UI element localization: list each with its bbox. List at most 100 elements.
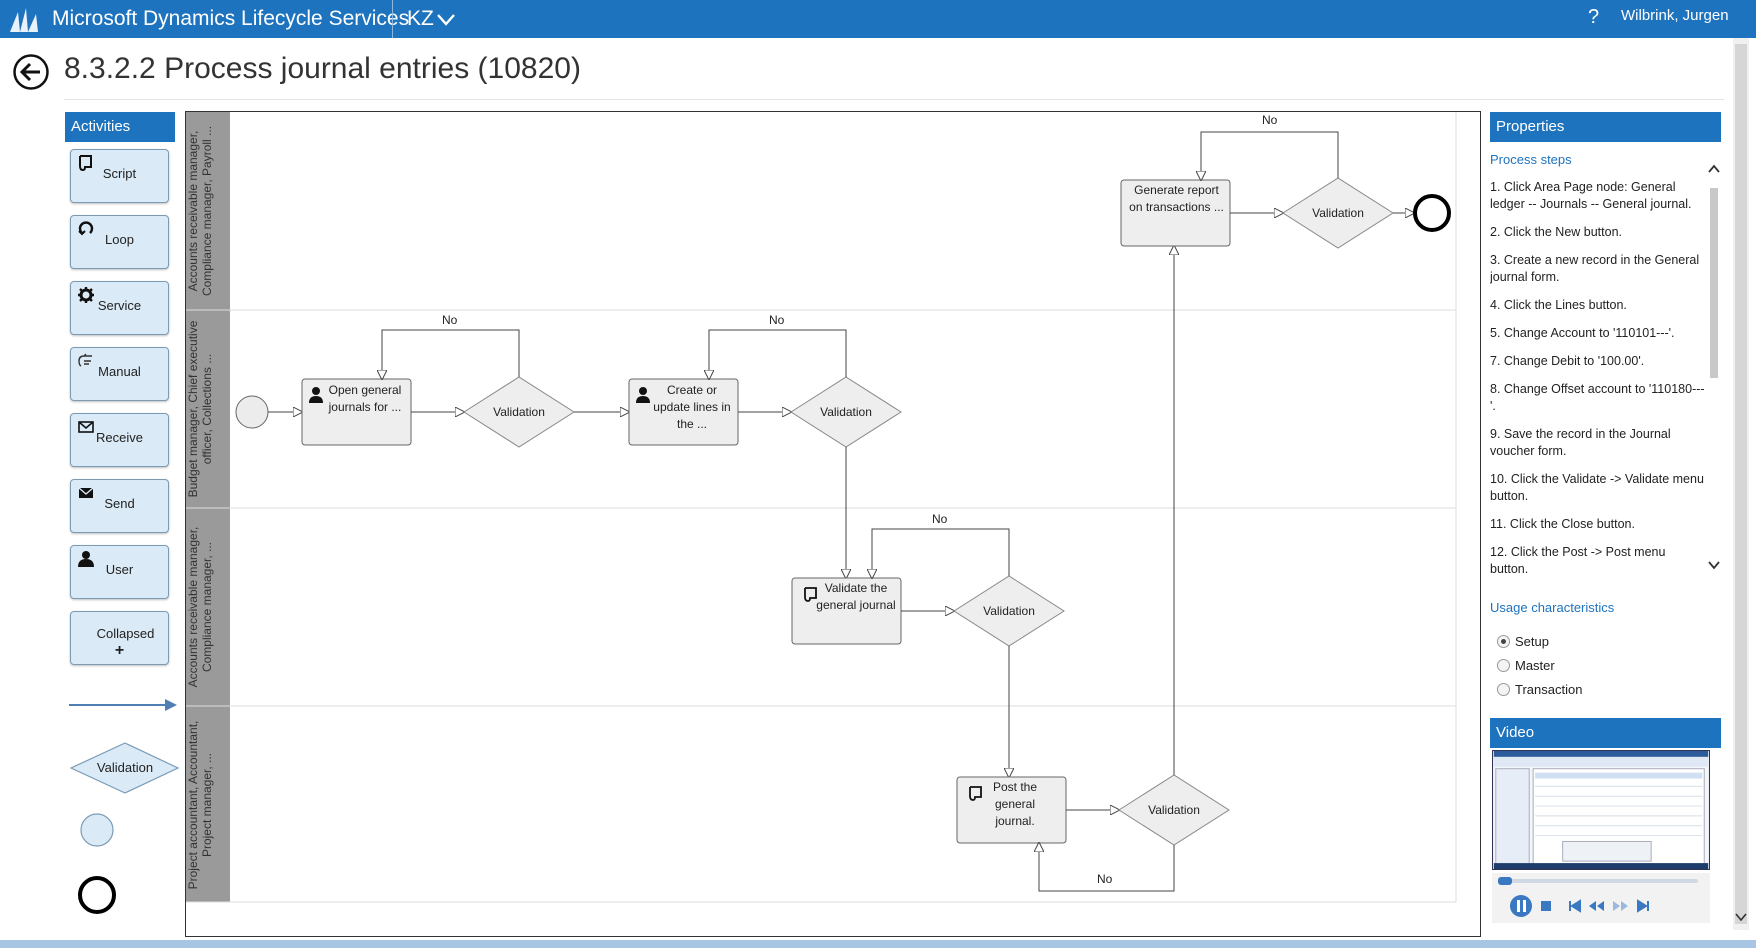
decision-validation-2[interactable] <box>790 376 902 448</box>
script-icon <box>79 155 92 172</box>
process-step: 2. Click the New button. <box>1490 225 1623 239</box>
rewind-icon[interactable] <box>1589 901 1604 911</box>
activity-receive[interactable]: Receive <box>70 413 169 467</box>
process-step: 5. Change Account to '110101---'. <box>1490 326 1675 340</box>
scrollbar-thumb[interactable] <box>1735 44 1747 924</box>
activity-label: Script <box>102 166 137 181</box>
video-header: Video <box>1490 718 1721 748</box>
loop-icon <box>78 221 94 236</box>
process-diagram-canvas[interactable]: Accounts receivable manager, Compliance … <box>185 111 1481 937</box>
skip-forward-icon[interactable] <box>1637 899 1649 913</box>
radio-label: Master <box>1515 658 1555 673</box>
lane-label-4: Project accountant, Accountant, Project … <box>186 720 214 890</box>
activity-service[interactable]: Service <box>70 281 169 335</box>
activity-label: Loop <box>105 232 134 247</box>
chevron-down-icon[interactable] <box>1735 913 1747 922</box>
video-thumbnail[interactable] <box>1492 750 1710 870</box>
activity-user[interactable]: User <box>70 545 169 599</box>
task-label: Open general journals for ... <box>328 383 402 414</box>
top-bar: Microsoft Dynamics Lifecycle Services KZ… <box>0 0 1756 38</box>
decision-label: Validation <box>1148 803 1200 817</box>
bottom-strip <box>0 940 1756 948</box>
decision-label: Validation <box>983 604 1035 618</box>
process-steps-title[interactable]: Process steps <box>1490 152 1572 167</box>
decision-validation-4[interactable] <box>1118 774 1230 846</box>
end-event-tool[interactable] <box>78 876 116 914</box>
activity-label: Service <box>97 298 142 313</box>
task-label: Generate report on transactions ... <box>1129 183 1224 214</box>
lane-label-3: Accounts receivable manager, Compliance … <box>186 526 214 688</box>
end-event[interactable] <box>1413 194 1451 232</box>
video-progress-bar[interactable] <box>1498 879 1698 883</box>
activity-label: User <box>105 562 134 577</box>
edge-label-no: No <box>932 512 948 526</box>
page-title: 8.3.2.2 Process journal entries (10820) <box>64 52 581 85</box>
page-scrollbar[interactable] <box>1733 38 1749 930</box>
edge-label-no: No <box>442 313 458 327</box>
radio-button[interactable] <box>1497 683 1510 696</box>
radio-label: Setup <box>1515 634 1549 649</box>
activity-label: Collapsed <box>96 626 155 641</box>
lane-header-column <box>186 112 230 902</box>
divider <box>392 0 393 38</box>
chevron-up-icon[interactable] <box>1708 164 1720 173</box>
decision-validation-3[interactable] <box>953 575 1065 647</box>
decision-tool[interactable] <box>69 742 180 794</box>
palette-shapes: Validation <box>69 699 180 914</box>
properties-header: Properties <box>1490 112 1721 142</box>
user-icon <box>309 387 323 403</box>
radio-button[interactable] <box>1497 635 1510 648</box>
user-icon <box>78 551 94 567</box>
task-label: Validate the general journal <box>816 581 896 612</box>
task-label: Create or update lines in the ... <box>653 383 731 431</box>
edge-label-no: No <box>1097 872 1113 886</box>
activity-send[interactable]: Send <box>70 479 169 533</box>
user-icon <box>636 387 650 403</box>
activity-label: Send <box>104 496 135 511</box>
chevron-down-icon[interactable] <box>1708 561 1720 570</box>
pause-icon[interactable] <box>1510 895 1532 917</box>
process-step: 4. Click the Lines button. <box>1490 298 1627 312</box>
radio-label: Transaction <box>1515 682 1583 697</box>
help-button[interactable]: ? <box>1588 6 1600 28</box>
scrollbar-thumb[interactable] <box>1710 188 1718 378</box>
chevron-down-icon[interactable] <box>436 9 456 29</box>
activity-loop[interactable]: Loop <box>70 215 169 269</box>
radio-button[interactable] <box>1497 659 1510 672</box>
activity-collapsed[interactable]: Collapsed + <box>70 611 169 665</box>
steps-scrollbar[interactable] <box>1707 160 1721 580</box>
lane-label-1: Accounts receivable manager, Compliance … <box>186 125 214 297</box>
process-step: 1. Click Area Page node: General ledger … <box>1490 180 1692 211</box>
lane-label-2: Budget manager, Chief executive officer,… <box>186 320 214 498</box>
app-title[interactable]: Microsoft Dynamics Lifecycle Services <box>52 7 410 30</box>
fast-forward-icon[interactable] <box>1613 901 1628 911</box>
process-diagram <box>186 112 1457 903</box>
activities-header: Activities <box>65 112 175 142</box>
user-name[interactable]: Wilbrink, Jurgen <box>1621 7 1729 24</box>
activity-manual[interactable]: Manual <box>70 347 169 401</box>
project-selector[interactable]: KZ <box>407 7 434 30</box>
title-divider <box>64 99 1724 100</box>
start-event-tool[interactable] <box>80 813 114 847</box>
envelope-outline-icon <box>78 421 94 433</box>
script-icon <box>804 587 817 602</box>
stop-icon[interactable] <box>1541 901 1551 911</box>
decision-label: Validation <box>493 405 545 419</box>
skip-back-icon[interactable] <box>1569 899 1581 913</box>
plus-icon: + <box>114 642 125 659</box>
process-step: 12. Click the Post -> Post menu button. <box>1490 545 1666 576</box>
process-step: 10. Click the Validate -> Validate menu … <box>1490 472 1704 503</box>
activity-label: Receive <box>96 430 143 445</box>
activity-script[interactable]: Script <box>70 149 169 203</box>
back-arrow-icon[interactable] <box>12 53 50 91</box>
start-event[interactable] <box>235 395 269 429</box>
activity-label: Manual <box>98 364 141 379</box>
decision-label: Validation <box>820 405 872 419</box>
process-step: 7. Change Debit to '100.00'. <box>1490 354 1645 368</box>
process-steps-panel[interactable]: Process steps 1. Click Area Page node: G… <box>1490 146 1706 586</box>
decision-label: Validation <box>1312 206 1364 220</box>
video-progress-handle[interactable] <box>1498 877 1512 885</box>
connector-arrow-tool[interactable] <box>69 699 177 711</box>
process-step: 11. Click the Close button. <box>1490 517 1635 531</box>
task-label: Post the general journal. <box>992 780 1038 828</box>
